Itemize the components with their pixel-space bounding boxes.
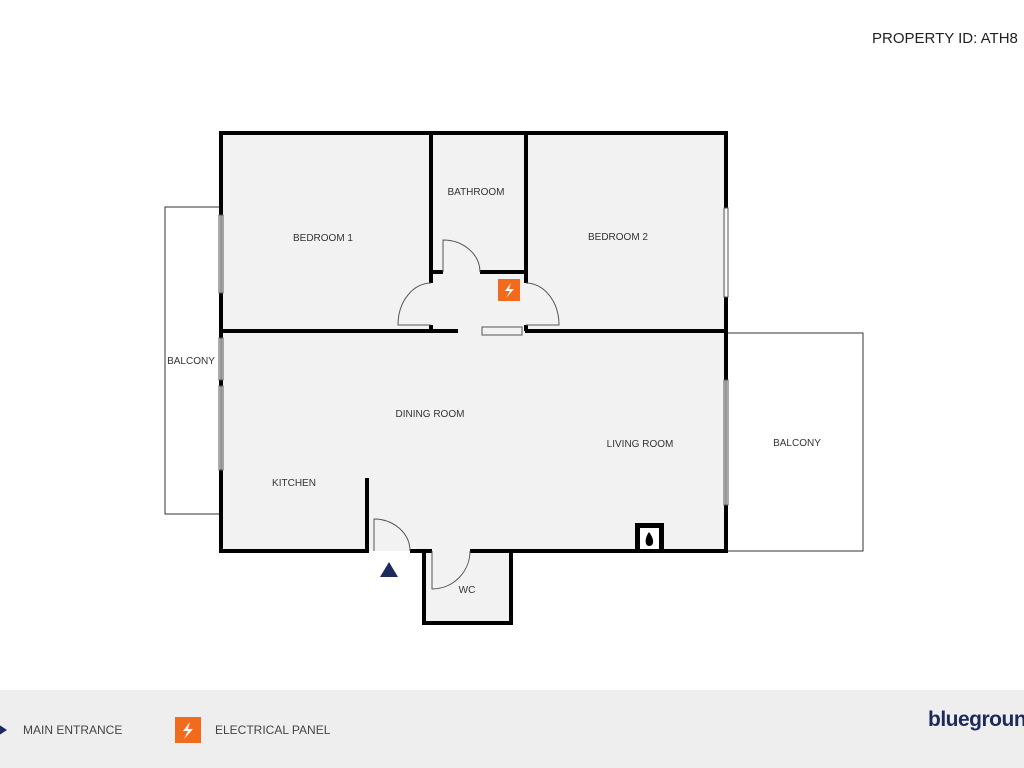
room-label-balcony-right: BALCONY [773,438,821,449]
room-label-bathroom: BATHROOM [447,187,504,198]
walls [219,131,728,625]
windows-and-doors [218,207,729,590]
electrical-panel-icon [175,717,201,743]
brand-logo: bluegroun [928,708,1024,731]
room-label-bedroom-2: BEDROOM 2 [588,232,648,243]
floor-wc [424,551,511,623]
room-label-living-room: LIVING ROOM [607,439,674,450]
balcony-right [725,332,864,552]
electrical-panel-icon [498,279,520,301]
room-label-dining-room: DINING ROOM [396,409,465,420]
room-label-bedroom-1: BEDROOM 1 [293,233,353,244]
floor-plan: BEDROOM 1 BATHROOM BEDROOM 2 BALCONY DIN… [164,131,864,625]
fireplace-icon [635,523,664,551]
property-id: PROPERTY ID: ATH8 [872,30,1018,47]
legend-main-entrance: MAIN ENTRANCE [23,723,123,737]
room-label-kitchen: KITCHEN [272,478,316,489]
room-label-balcony-left: BALCONY [167,356,215,367]
legend-bar: MAIN ENTRANCE ELECTRICAL PANEL bluegroun [0,690,1024,768]
room-label-wc: WC [459,585,476,596]
main-entrance-icon [0,725,7,735]
legend-electrical-panel: ELECTRICAL PANEL [215,723,331,737]
main-entrance-icon [380,562,398,577]
balcony-left [164,206,222,515]
floor-main [221,133,726,551]
